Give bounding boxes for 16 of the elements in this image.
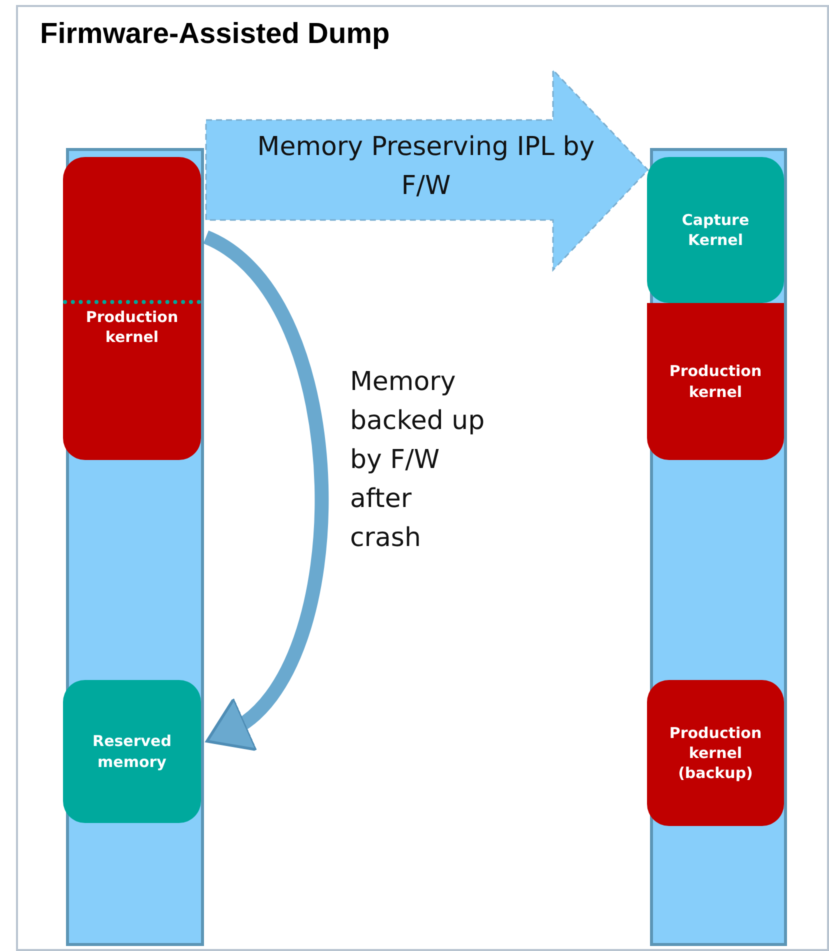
region-label: Capture Kernel: [680, 210, 750, 250]
edge-label: Memory backed up by F/W after crash: [350, 366, 486, 555]
kernel-region: [63, 157, 201, 460]
kernel-region: [647, 303, 784, 460]
edge-label: Memory Preserving IPL by F/W: [256, 131, 596, 203]
region-label: Reserved memory: [92, 731, 172, 772]
memory-region: [63, 680, 201, 823]
memory-bar: [650, 148, 787, 946]
region-label: Production kernel (backup): [668, 722, 763, 784]
block-arrow: [205, 68, 650, 272]
region-label: Production kernel: [84, 307, 180, 348]
diagram-title: Firmware-Assisted Dump: [40, 18, 390, 51]
region-label: Production kernel: [668, 361, 763, 402]
memory-bar: [66, 148, 204, 946]
kernel-region: [647, 680, 784, 826]
memory-region: [647, 157, 784, 303]
